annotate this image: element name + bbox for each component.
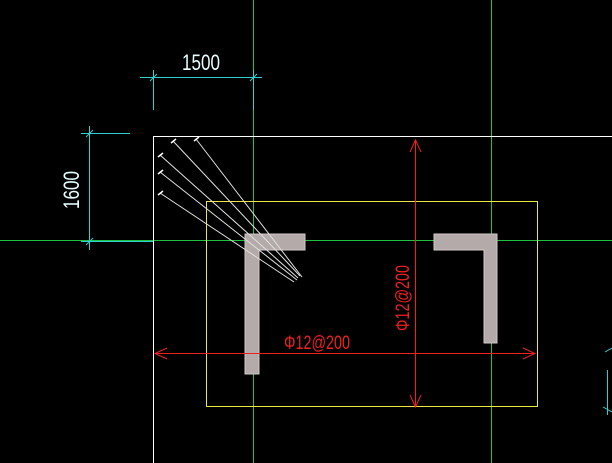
rebar-dimension-vertical[interactable] [409, 138, 422, 409]
footing-outer-outline [153, 136, 612, 463]
dimension-vertical[interactable] [81, 126, 153, 250]
rebar-label-horizontal: Φ12@200 [284, 333, 350, 354]
leader-ticks [157, 136, 200, 196]
dimension-vertical-label: 1600 [59, 171, 84, 209]
column-hook-right[interactable] [433, 233, 498, 344]
leader-lines [159, 138, 303, 283]
dimension-horizontal-label: 1500 [182, 50, 220, 75]
footing-outline[interactable] [206, 201, 538, 407]
edge-fragment [602, 347, 612, 415]
rebar-dimension-horizontal[interactable] [153, 347, 537, 360]
dimension-horizontal[interactable] [140, 70, 262, 110]
rebar-label-vertical: Φ12@200 [393, 265, 414, 331]
